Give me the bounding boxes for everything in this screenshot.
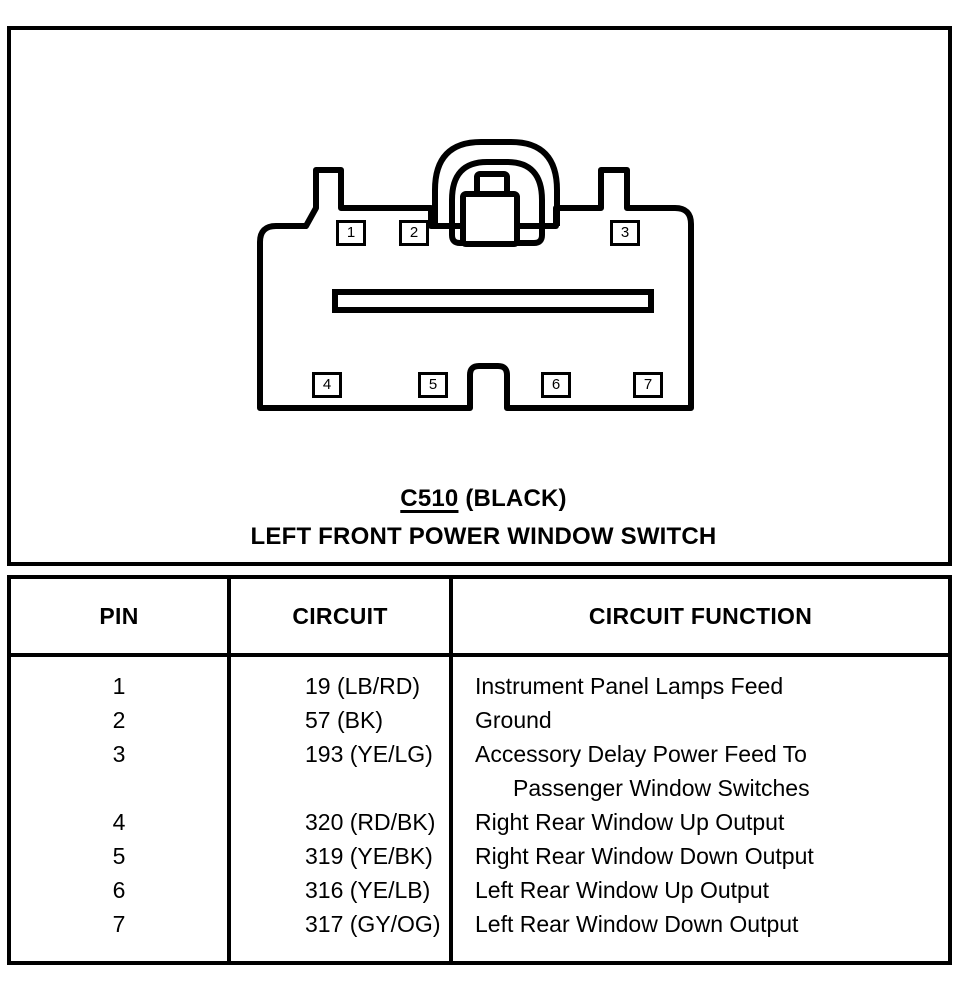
circuit-value-3: 193 (YE/LG) <box>305 741 433 767</box>
pin-value-7: 7 <box>112 911 126 937</box>
pin-box-3: 3 <box>610 220 640 246</box>
function-value-3: Accessory Delay Power Feed To <box>475 741 807 767</box>
latch-block <box>460 191 520 247</box>
circuit-value-7: 317 (GY/OG) <box>305 911 441 937</box>
pin-assignment-table: PIN CIRCUIT CIRCUIT FUNCTION 1 2 3 4 5 <box>11 579 948 961</box>
circuit-value-4: 320 (RD/BK) <box>305 809 436 835</box>
function-value-1: Instrument Panel Lamps Feed <box>475 673 784 699</box>
pin-box-6: 6 <box>541 372 571 398</box>
pin-box-5: 5 <box>418 372 448 398</box>
function-value-6: Left Rear Window Up Output <box>475 877 770 903</box>
connector-caption: C510 (BLACK) LEFT FRONT POWER WINDOW SWI… <box>11 485 956 551</box>
circuit-row-spacer <box>231 771 449 805</box>
circuit-column: 19 (LB/RD) 57 (BK) 193 (YE/LG) 320 (RD/B… <box>229 655 453 961</box>
pin-box-2: 2 <box>399 220 429 246</box>
connector-body-outline <box>257 167 694 411</box>
function-value-5: Right Rear Window Down Output <box>475 843 814 869</box>
circuit-value-2: 57 (BK) <box>305 707 383 733</box>
latch-inner-arch <box>449 159 545 246</box>
latch-outer-arch <box>432 139 560 226</box>
pin-value-1: 1 <box>112 673 126 699</box>
connector-color: (BLACK) <box>465 485 567 512</box>
connector-description: LEFT FRONT POWER WINDOW SWITCH <box>250 523 717 550</box>
table-header-row: PIN CIRCUIT CIRCUIT FUNCTION <box>11 579 948 657</box>
pin-table-panel: PIN CIRCUIT CIRCUIT FUNCTION 1 2 3 4 5 <box>7 575 952 965</box>
pin-value-3: 3 <box>112 741 126 767</box>
pin-box-4: 4 <box>312 372 342 398</box>
pin-box-1: 1 <box>336 220 366 246</box>
connector-outline-svg <box>257 139 694 411</box>
pin-value-5: 5 <box>112 843 126 869</box>
header-pin: PIN <box>11 579 231 657</box>
connector-illustration: 1 2 3 4 5 6 7 <box>11 30 956 450</box>
header-circuit: CIRCUIT <box>229 579 453 657</box>
connector-diagram-panel: 1 2 3 4 5 6 7 C510 (BLACK) LEFT FRONT PO… <box>7 26 952 566</box>
function-value-3-cont: Passenger Window Switches <box>513 775 810 801</box>
caption-code-line: C510 (BLACK) <box>11 485 956 513</box>
function-value-4: Right Rear Window Up Output <box>475 809 785 835</box>
circuit-value-6: 316 (YE/LB) <box>305 877 431 903</box>
function-value-7: Left Rear Window Down Output <box>475 911 799 937</box>
table-body-row: 1 2 3 4 5 6 7 19 (LB/RD) <box>11 655 948 961</box>
pin-row-spacer <box>11 771 227 805</box>
header-function: CIRCUIT FUNCTION <box>451 579 948 657</box>
circuit-value-1: 19 (LB/RD) <box>305 673 421 699</box>
pin-value-4: 4 <box>112 809 126 835</box>
pin-column: 1 2 3 4 5 6 7 <box>11 655 231 961</box>
function-value-2: Ground <box>475 707 552 733</box>
circuit-value-5: 319 (YE/BK) <box>305 843 433 869</box>
function-column: Instrument Panel Lamps Feed Ground Acces… <box>451 655 948 961</box>
pin-box-7: 7 <box>633 372 663 398</box>
pin-value-2: 2 <box>112 707 126 733</box>
connector-code: C510 <box>400 485 459 512</box>
keying-slot <box>332 289 654 313</box>
pin-value-6: 6 <box>112 877 126 903</box>
